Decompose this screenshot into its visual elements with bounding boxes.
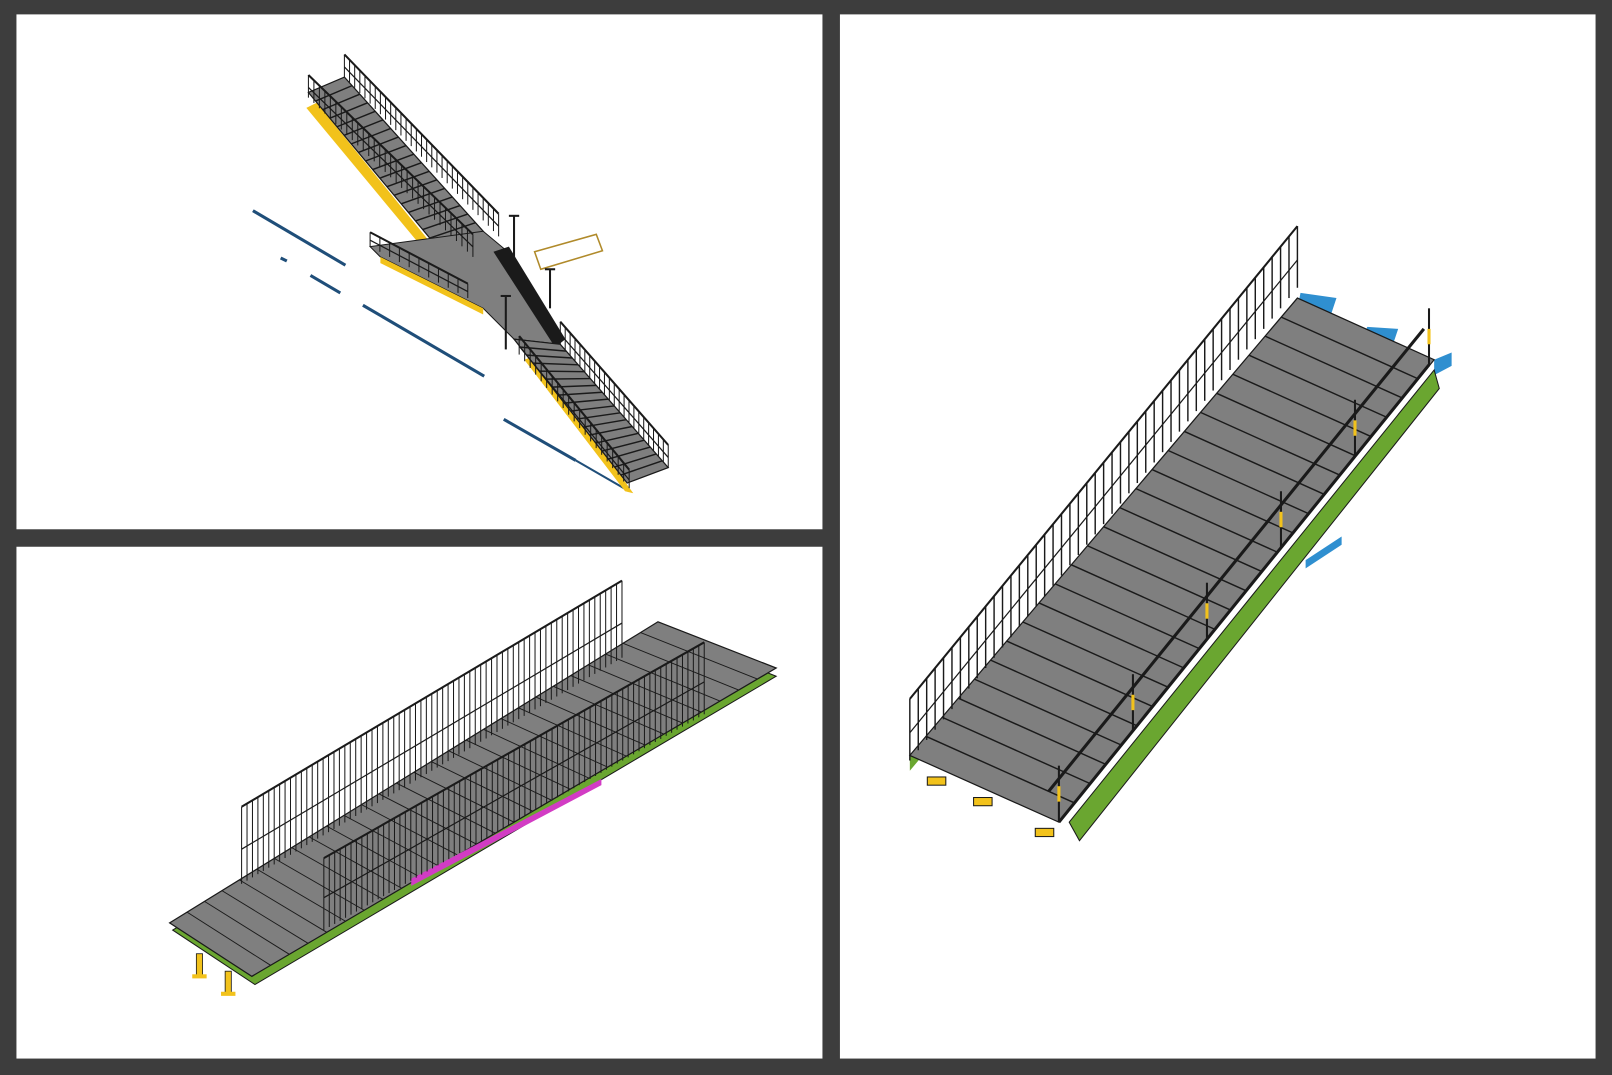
lower-flight-step-edge <box>620 460 663 476</box>
upper-flight-step-edge <box>400 187 445 205</box>
main-flight-step-edge <box>1216 392 1357 457</box>
base-plate <box>1034 827 1055 838</box>
deck-board-joint <box>570 675 683 724</box>
ground-line <box>362 303 485 378</box>
deck-board-joint <box>553 685 665 735</box>
ground-line <box>279 256 288 263</box>
main-flight-step-edge <box>1184 430 1325 496</box>
upper-flight-step-edge <box>365 144 407 162</box>
deck-board-joint <box>622 642 739 691</box>
landing-side-wall <box>493 246 566 348</box>
main-flight-step-edge <box>1151 468 1294 534</box>
main-flight-step-edge <box>1232 373 1372 438</box>
main-flight-step-edge <box>1167 449 1310 515</box>
main-flight-step-edge <box>1200 411 1341 476</box>
lower-flight-step-edge <box>595 432 639 444</box>
base-plate <box>973 797 993 807</box>
lower-flight-step-edge <box>539 370 585 373</box>
deck-board-joint <box>326 825 421 878</box>
lower-flight-step-edge <box>545 377 591 380</box>
main-flight-step-edge <box>1248 354 1388 419</box>
deck-board-joint <box>221 890 309 944</box>
right-handrail <box>1057 363 1431 824</box>
lower-flight-step-edge <box>614 453 657 468</box>
deck-board-joint <box>378 793 477 845</box>
deck-board-joint <box>431 761 533 812</box>
deck-board-joint <box>361 804 459 856</box>
deck-board-joint <box>518 707 627 757</box>
support-column <box>195 953 203 977</box>
deck-board-joint <box>274 857 365 911</box>
upper-flight-step-edge <box>315 84 353 102</box>
green-stringer <box>1068 368 1440 842</box>
support-column <box>224 970 232 995</box>
upper-flight-step-edge <box>429 221 476 239</box>
column-base-plate <box>221 991 236 996</box>
deck-board-joint <box>308 836 402 889</box>
deck-board-joint <box>186 911 271 966</box>
upper-stringer <box>306 102 443 259</box>
main-flight-step-edge <box>1103 526 1247 592</box>
landing-beam <box>380 256 484 315</box>
lower-flight-step-edge <box>601 439 645 452</box>
deck-board-joint <box>343 814 440 867</box>
main-flight-step-edge <box>1119 506 1263 573</box>
ground-line <box>502 417 577 462</box>
lower-flight-step-edge <box>557 391 603 396</box>
deck-board-joint <box>239 879 328 933</box>
upper-flight-step-edge <box>408 196 453 214</box>
lower-flight-step-edge <box>576 412 621 420</box>
column-base-plate <box>192 974 207 979</box>
main-flight-step-edge <box>1054 583 1200 650</box>
main-flight-step-edge <box>1135 487 1279 554</box>
base-plate <box>926 776 947 786</box>
upper-flight-step-edge <box>379 162 422 179</box>
platform-deck <box>168 621 778 978</box>
upper-flight-step-edge <box>372 153 415 171</box>
single-flight-stair-drawing <box>908 225 1452 842</box>
deck-board-joint <box>448 750 552 801</box>
upper-flight-step-edge <box>336 110 376 128</box>
lower-flight-step-edge <box>564 398 609 404</box>
main-flight-step-edge <box>1006 640 1154 708</box>
side-bracket <box>1305 536 1342 569</box>
lower-flight-step-edge <box>608 446 651 460</box>
platform-guardrail <box>533 233 604 271</box>
main-flight-step-edge <box>1264 335 1404 399</box>
platform-drawing <box>168 579 778 996</box>
main-flight-step-edge <box>990 659 1138 727</box>
platform-edge-strip <box>411 779 602 886</box>
main-flight-step-edge <box>1038 602 1185 669</box>
right-handrail <box>1047 327 1426 793</box>
lower-stringer <box>524 355 634 494</box>
upper-flight-step-edge <box>386 170 430 188</box>
upper-flight-step-edge <box>358 136 399 154</box>
two-flight-stair-drawing <box>252 53 670 494</box>
deck-board-joint <box>256 868 346 922</box>
main-flight-step-edge <box>1280 316 1419 380</box>
main-flight-step-edge <box>1071 564 1216 631</box>
deck-board-joint <box>605 653 721 702</box>
lower-flight-step-edge <box>570 405 615 412</box>
main-flight-step-edge <box>1022 621 1169 688</box>
upper-flight-step-edge <box>393 179 438 196</box>
ground-line <box>252 209 347 267</box>
deck-board-joint <box>465 739 571 790</box>
deck-board-joint <box>204 900 290 955</box>
deck-board-joint <box>396 782 496 834</box>
lower-flight-step-edge <box>551 384 597 388</box>
side-bracket <box>1434 352 1452 376</box>
ground-line <box>309 274 342 295</box>
ground-line <box>575 459 630 493</box>
main-flight-treads <box>908 297 1436 823</box>
